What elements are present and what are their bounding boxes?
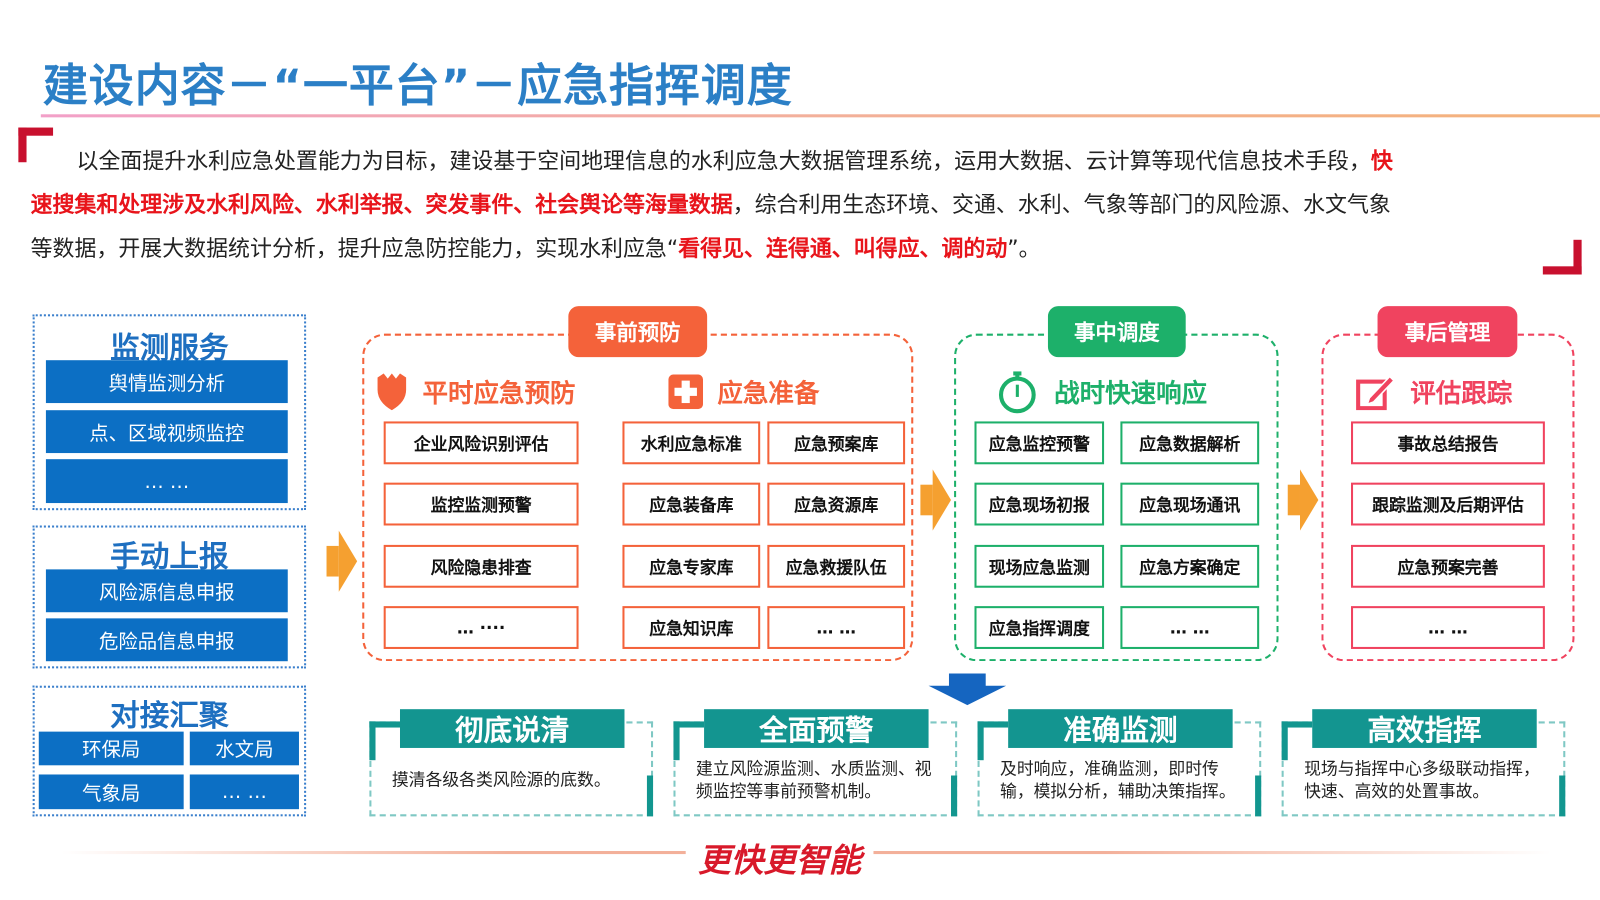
- slide-title: 建设内容－“一平台”－应急指挥调度: [42, 60, 793, 113]
- source-item[interactable]: 环保局: [38, 731, 184, 766]
- source-group-title: 对接汇聚: [110, 697, 229, 733]
- function-item[interactable]: 跟踪监测及后期评估: [1351, 482, 1545, 526]
- function-item[interactable]: 监控监测预警: [383, 482, 579, 526]
- function-item[interactable]: 应急现场初报: [974, 482, 1105, 526]
- function-item[interactable]: … ····: [383, 606, 579, 649]
- source-item[interactable]: 水文局: [189, 731, 299, 766]
- section-heading-text: 应急准备: [717, 378, 820, 409]
- section-heading: 战时快速响应: [995, 369, 1207, 414]
- source-item[interactable]: 气象局: [38, 774, 184, 810]
- function-item[interactable]: 应急预案库: [767, 421, 906, 465]
- benefit-text: 现场与指挥中心多级联动指挥，快速、高效的处置事故。: [1304, 759, 1540, 802]
- function-item[interactable]: 企业风险识别评估: [383, 421, 579, 465]
- function-item[interactable]: 应急装备库: [622, 482, 761, 526]
- intro-highlight: 快: [1370, 148, 1393, 175]
- function-item[interactable]: … …: [1351, 606, 1545, 649]
- intro-text: 以全面提升水利应急处置能力为目标，建设基于空间地理信息的水利应急大数据管理系统，…: [76, 148, 1371, 175]
- source-group-box: [32, 314, 307, 511]
- benefit-text: 建立风险源监测、水质监测、视频监控等事前预警机制。: [695, 759, 932, 802]
- down-arrow-icon: [928, 673, 1007, 706]
- stopwatch-icon: [995, 369, 1040, 414]
- card-corner-accent: [646, 775, 654, 817]
- source-group-box: [32, 525, 307, 669]
- function-item[interactable]: 应急预案完善: [1351, 544, 1545, 588]
- intro-highlight: 看得见、连得通、叫得应、调的动: [678, 236, 1008, 263]
- function-item[interactable]: 风险隐患排查: [383, 544, 579, 588]
- function-item[interactable]: 事故总结报告: [1351, 421, 1545, 465]
- flow-arrow-icon: [326, 530, 358, 592]
- intro-line-1: 以全面提升水利应急处置能力为目标，建设基于空间地理信息的水利应急大数据管理系统，…: [77, 140, 1393, 184]
- section-heading: 应急准备: [668, 373, 819, 410]
- function-item[interactable]: 应急监控预警: [974, 421, 1105, 465]
- function-item[interactable]: 应急数据解析: [1120, 421, 1260, 465]
- intro-line-3: 等数据，开展大数据统计分析，提升应急防控能力，实现水利应急“看得见、连得通、叫得…: [31, 228, 1041, 272]
- arrow-stem: [920, 484, 933, 516]
- function-item[interactable]: 应急资源库: [767, 482, 906, 526]
- card-corner-accent: [673, 721, 705, 761]
- medical-cross-icon: [668, 374, 704, 410]
- source-group-title: 手动上报: [110, 538, 229, 574]
- section-heading: 评估跟踪: [1355, 373, 1513, 411]
- arrow-stem: [326, 545, 339, 577]
- flow-arrow-icon: [920, 469, 952, 531]
- intro-text: ，综合利用生态环境、交通、水利、气象等部门的风险源、水文气象: [732, 192, 1391, 219]
- section-heading-text: 评估跟踪: [1410, 378, 1513, 409]
- function-item[interactable]: 应急专家库: [622, 544, 761, 588]
- slogan: 更快更智能: [685, 834, 874, 882]
- source-item[interactable]: 风险源信息申报: [45, 569, 288, 613]
- intro-text: ”。: [1007, 236, 1041, 263]
- card-corner-accent: [1255, 775, 1262, 817]
- section-heading: 平时应急预防: [376, 373, 576, 411]
- benefit-title: 高效指挥: [1312, 709, 1537, 748]
- card-corner-accent: [951, 775, 958, 817]
- corner-bracket-icon: [1542, 239, 1582, 275]
- arrow-head: [1299, 469, 1319, 531]
- source-item[interactable]: … …: [189, 774, 299, 810]
- benefit-title: 彻底说清: [399, 709, 625, 748]
- function-item[interactable]: 应急救援队伍: [767, 544, 906, 588]
- benefit-text: 及时响应，准确监测，即时传输，模拟分析，辅助决策指挥。: [999, 759, 1236, 802]
- source-item[interactable]: 危险品信息申报: [45, 618, 288, 662]
- source-group-box: [32, 685, 307, 817]
- benefit-title: 准确监测: [1008, 709, 1233, 748]
- card-corner-accent: [369, 721, 400, 761]
- card-corner-accent: [1559, 775, 1566, 817]
- function-item[interactable]: 应急指挥调度: [974, 606, 1105, 649]
- title-divider: [40, 114, 1600, 118]
- corner-bracket-icon: [18, 127, 54, 163]
- benefit-title: 全面预警: [704, 709, 929, 748]
- section-heading-text: 战时快速响应: [1054, 378, 1208, 409]
- source-item[interactable]: … …: [45, 459, 288, 504]
- intro-line-2: 速搜集和处理涉及水利风险、水利举报、突发事件、社会舆论等海量数据，综合利用生态环…: [31, 184, 1391, 228]
- function-item[interactable]: … …: [1120, 606, 1260, 649]
- phase-label: 事后管理: [1377, 306, 1518, 358]
- function-item[interactable]: 应急方案确定: [1120, 544, 1260, 588]
- intro-highlight: 速搜集和处理涉及水利风险、水利举报、突发事件、社会舆论等海量数据: [30, 192, 733, 219]
- flow-arrow-icon: [1287, 469, 1319, 531]
- source-group-title: 监测服务: [110, 330, 229, 366]
- arrow-head: [932, 469, 952, 531]
- source-item[interactable]: 舆情监测分析: [45, 360, 288, 404]
- intro-text: 等数据，开展大数据统计分析，提升应急防控能力，实现水利应急“: [30, 236, 679, 263]
- arrow-head: [338, 530, 358, 592]
- function-item[interactable]: 水利应急标准: [622, 421, 761, 465]
- benefit-text: 摸清各级各类风险源的底数。: [391, 770, 611, 790]
- card-corner-accent: [1281, 721, 1313, 761]
- function-item[interactable]: 现场应急监测: [974, 544, 1105, 588]
- edit-icon: [1355, 373, 1396, 411]
- function-item[interactable]: 应急知识库: [622, 606, 761, 649]
- function-item[interactable]: 应急现场通讯: [1120, 482, 1260, 526]
- section-heading-text: 平时应急预防: [422, 378, 576, 409]
- arrow-stem: [1287, 484, 1300, 516]
- source-item[interactable]: 点、区域视频监控: [45, 410, 288, 454]
- function-item[interactable]: … …: [767, 606, 906, 649]
- phase-label: 事前预防: [568, 306, 708, 358]
- phase-label: 事中调度: [1047, 306, 1186, 358]
- card-corner-accent: [977, 721, 1009, 761]
- shield-icon: [376, 373, 409, 411]
